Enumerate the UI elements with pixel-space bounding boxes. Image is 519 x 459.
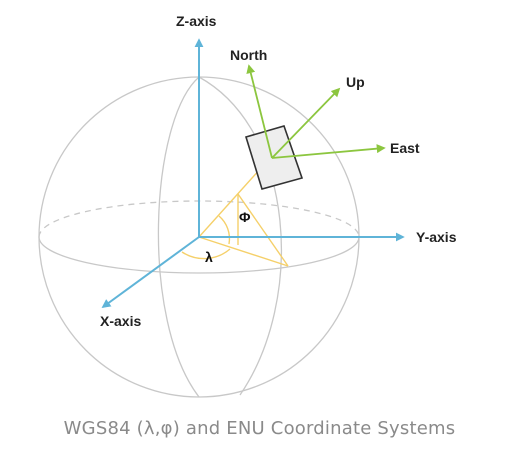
up-label: Up xyxy=(346,74,365,90)
z-axis-label: Z-axis xyxy=(176,13,217,29)
lambda-label: λ xyxy=(205,249,213,265)
up-arrow xyxy=(271,87,341,159)
coordinate-system-diagram: Z-axis Y-axis X-axis North Up East Φ λ xyxy=(38,13,457,398)
y-axis-label: Y-axis xyxy=(416,229,457,245)
east-label: East xyxy=(390,140,420,156)
north-label: North xyxy=(230,47,267,63)
x-axis-arrow xyxy=(101,236,200,309)
phi-label: Φ xyxy=(239,209,251,225)
figure-caption: WGS84 (λ,φ) and ENU Coordinate Systems xyxy=(63,418,456,439)
east-arrow xyxy=(271,144,386,159)
x-axis-label: X-axis xyxy=(100,313,141,329)
meridian-left xyxy=(157,76,200,398)
north-arrow xyxy=(246,64,273,159)
meridian-right xyxy=(198,76,282,396)
equator-front xyxy=(38,236,360,274)
